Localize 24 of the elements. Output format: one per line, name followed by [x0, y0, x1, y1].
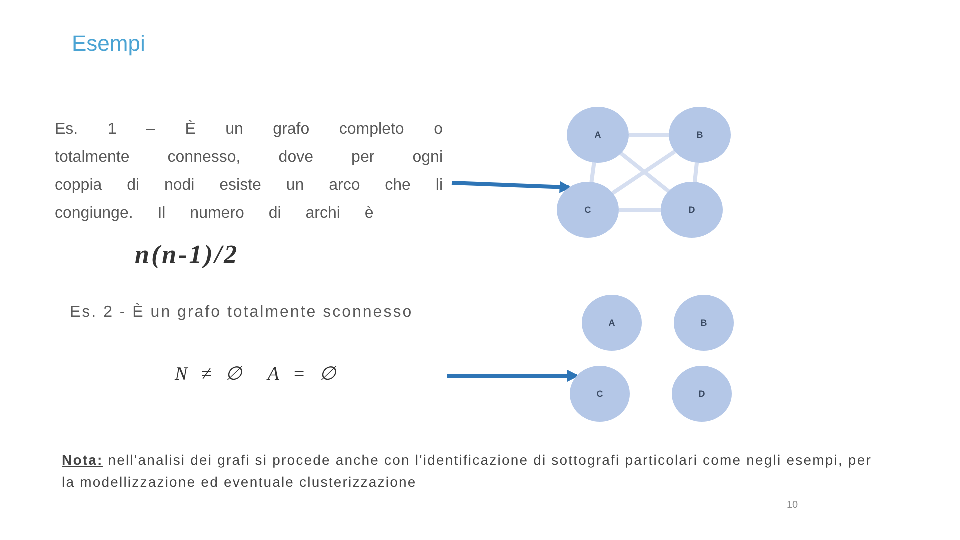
graph-edge [612, 150, 676, 195]
node-letter: A [608, 318, 616, 328]
node-letter: A [594, 130, 602, 140]
graph-edge [620, 152, 670, 194]
graph-node [557, 182, 619, 238]
slide-title: Esempi [72, 31, 146, 57]
graph-edge [619, 208, 661, 212]
note-text: Nota: nell'analisi dei grafi si procede anche con l'identificazione di sottografi particolari come negli esempi, per la modellizzazione ed eventuale clusterizzazione [62, 451, 873, 492]
node-letter: C [584, 205, 592, 215]
graph-edge [629, 133, 669, 137]
node-letter: C [596, 389, 604, 399]
graph-edge [692, 162, 700, 182]
example-text: Es. 2 - È un grafo totalmente sconnesso [70, 303, 414, 322]
arrow [452, 181, 572, 194]
formula: N ≠ ∅ A = ∅ [175, 363, 338, 386]
graph-edge [590, 162, 596, 182]
arrow [447, 370, 580, 382]
example-text: Es. 1 – È un grafo completo o totalmente connesso, dove per ogni coppia di nodi esiste un arco che li congiunge. Il numero di archi è [55, 119, 443, 224]
node-letter: D [698, 389, 706, 399]
formula: n(n-1)/2 [135, 240, 240, 270]
node-letter: B [700, 318, 708, 328]
node-letter: D [688, 205, 696, 215]
page-number: 10 [787, 500, 798, 511]
node-letter: B [696, 130, 704, 140]
